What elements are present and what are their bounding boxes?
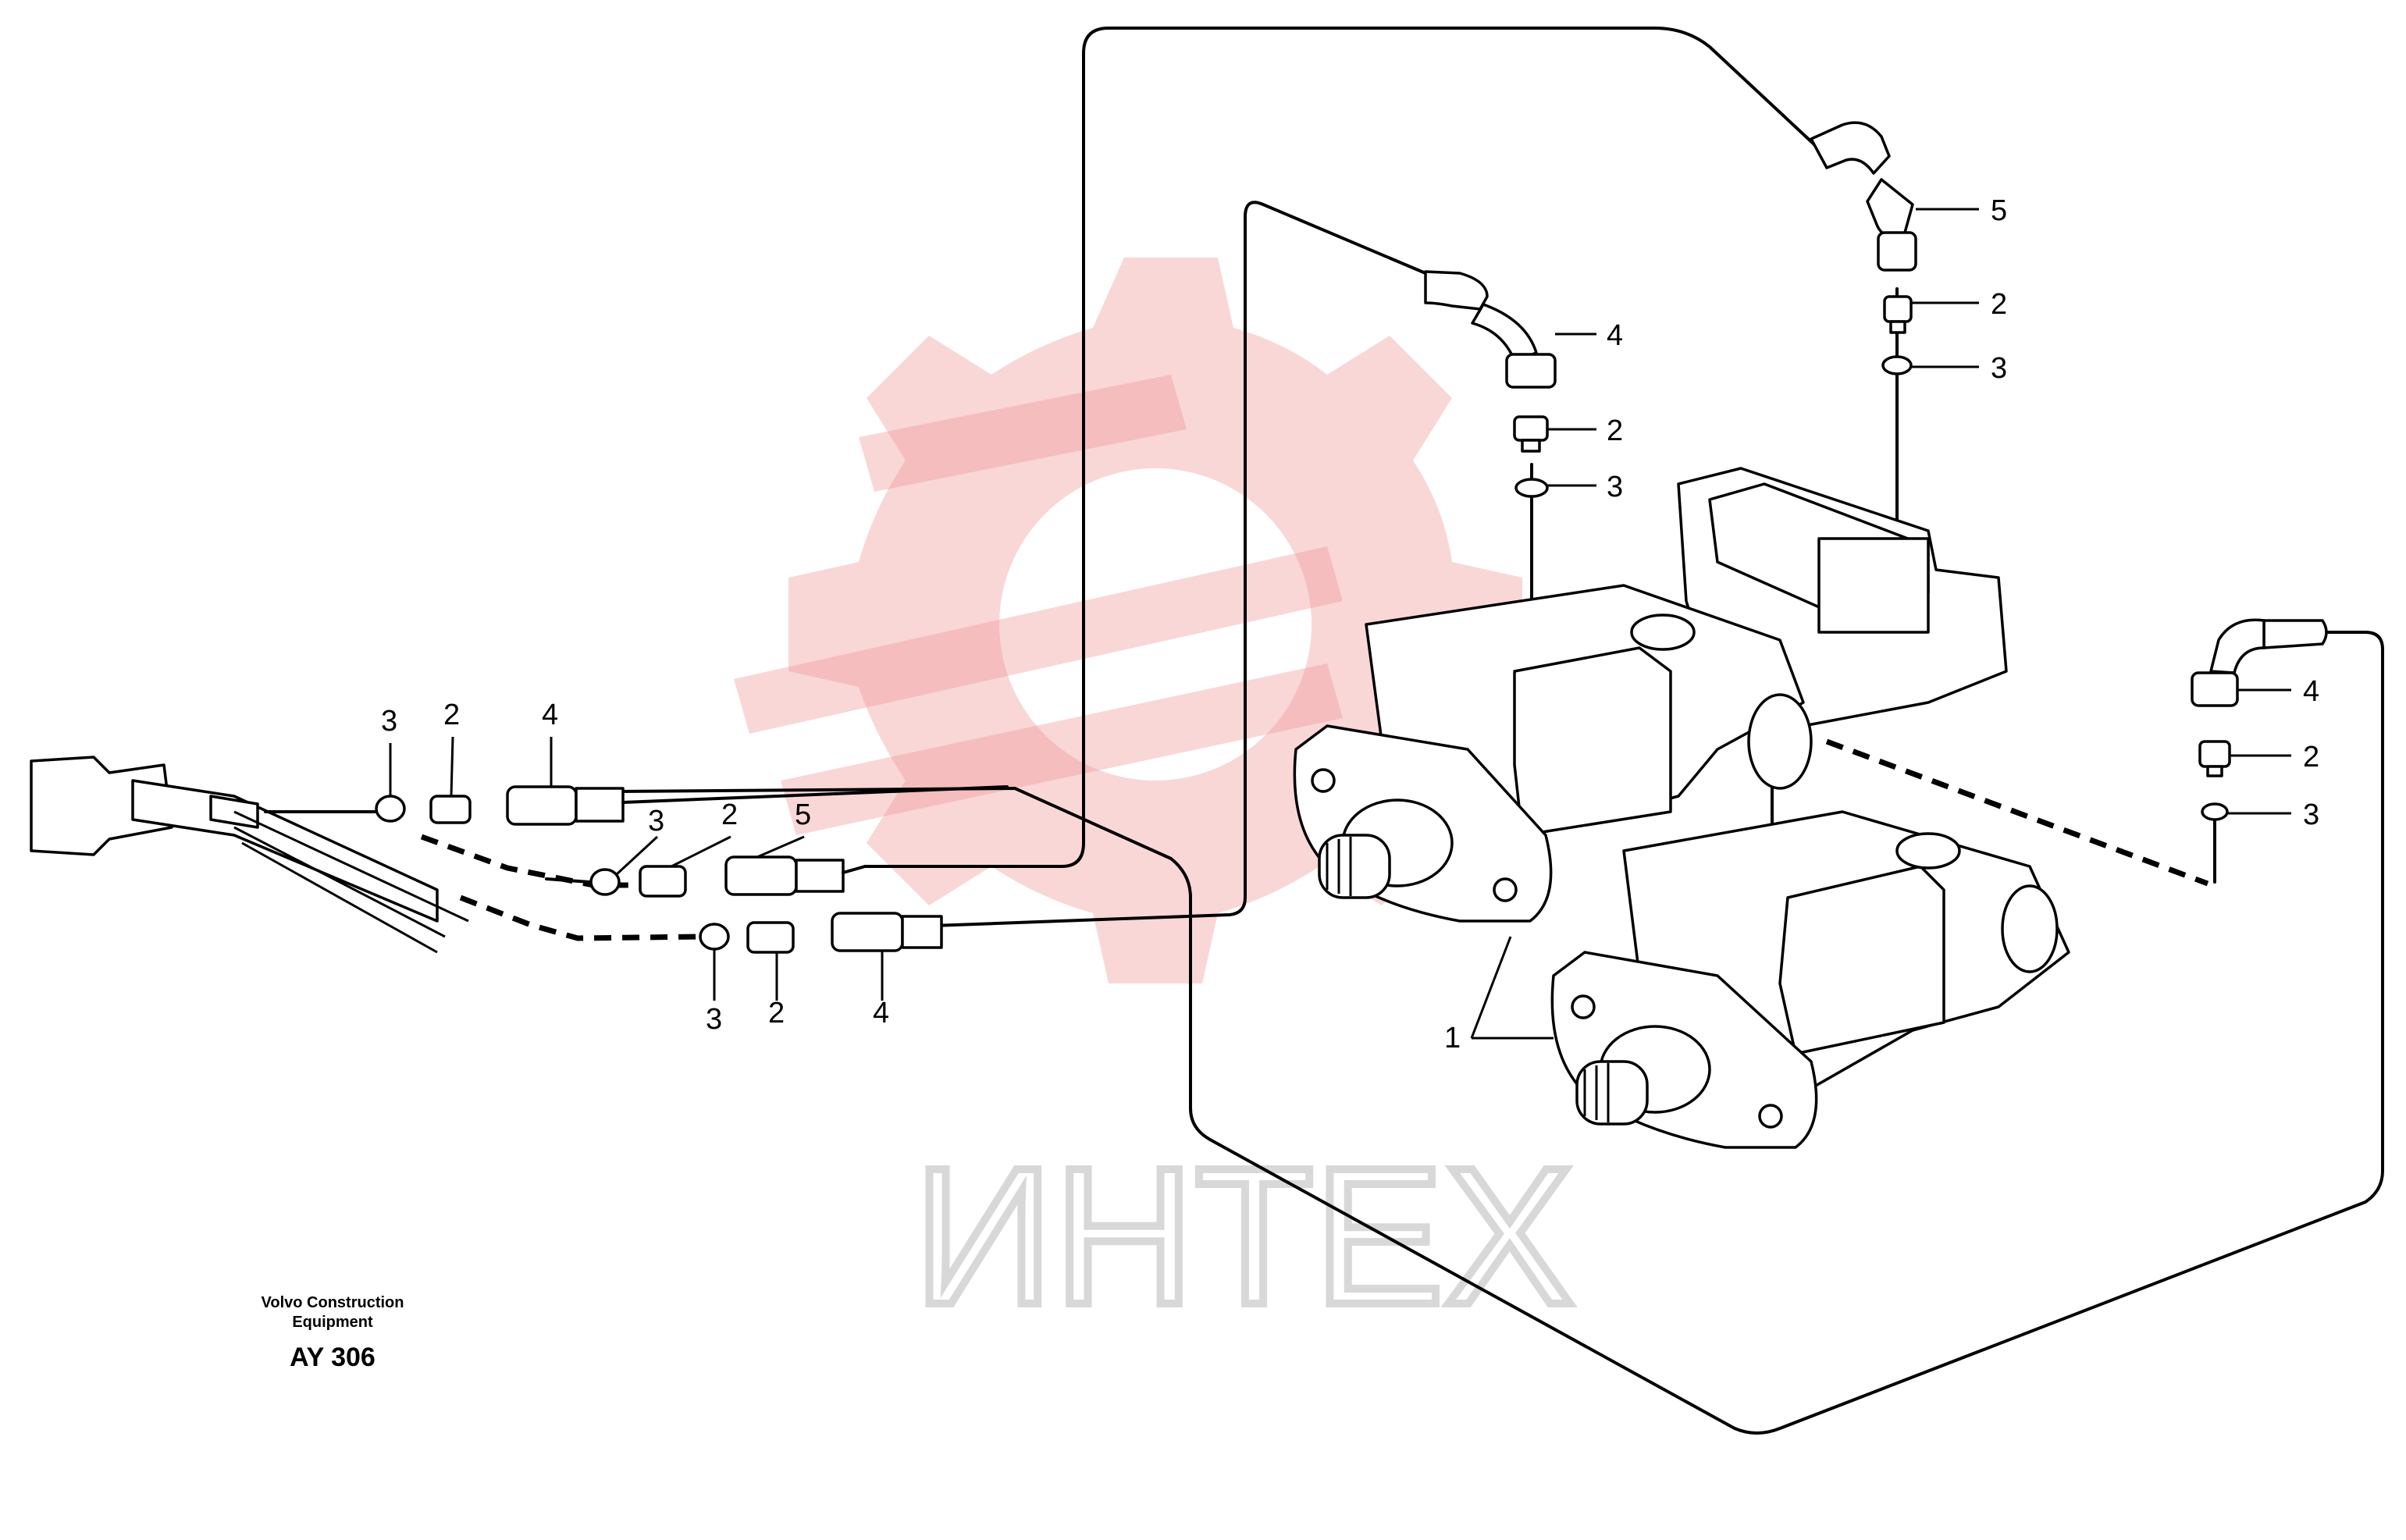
left-fittings-row-a xyxy=(264,785,1009,826)
callout-hose-4-right: 4 xyxy=(2303,675,2319,708)
callout-hose-4-left-c: 4 xyxy=(873,997,889,1030)
callout-hose-4-mid: 4 xyxy=(1607,319,1623,352)
callout-adapter-2-left-b: 2 xyxy=(721,798,738,831)
callout-washer-3-mid: 3 xyxy=(1607,471,1623,503)
callout-washer-3-left-b: 3 xyxy=(648,805,664,838)
dashed-hose-right xyxy=(1825,738,2209,887)
top-hose-assembly xyxy=(1810,121,1917,375)
callout-adapter-2-top: 2 xyxy=(1991,288,2007,321)
left-fittings-row-b xyxy=(545,855,867,898)
callout-adapter-2-left-a: 2 xyxy=(443,699,460,731)
dashed-hose-left-lower xyxy=(459,894,703,941)
control-valve-bank xyxy=(30,756,469,954)
callout-washer-3-top: 3 xyxy=(1991,352,2007,385)
callout-washer-3-right: 3 xyxy=(2303,798,2319,831)
drawing-code: AY 306 xyxy=(290,1343,375,1372)
callout-adapter-2-mid: 2 xyxy=(1607,414,1623,447)
callout-adapter-2-left-c: 2 xyxy=(768,997,785,1030)
callout-washer-3-left-c: 3 xyxy=(706,1003,722,1036)
hydraulic-pump-assembly xyxy=(1293,467,2070,1149)
left-fittings-row-c xyxy=(699,912,943,954)
watermark-text: ИНТЕХ xyxy=(913,1127,1574,1345)
callout-adapter-2-right: 2 xyxy=(2303,741,2319,774)
callout-hose-5-left-b: 5 xyxy=(795,798,811,831)
callout-hose-5-top: 5 xyxy=(1991,194,2007,227)
maker-name-line1: Volvo Construction xyxy=(262,1294,404,1311)
right-hose-assembly xyxy=(2191,618,2328,821)
callout-pump-1: 1 xyxy=(1444,1022,1461,1055)
callout-washer-3-left-a: 3 xyxy=(381,705,397,738)
callout-hose-4-left-a: 4 xyxy=(542,699,558,731)
maker-name-line2: Equipment xyxy=(292,1314,373,1331)
middle-hose-assembly xyxy=(1424,270,1557,498)
callout-leaders xyxy=(389,208,2291,1040)
